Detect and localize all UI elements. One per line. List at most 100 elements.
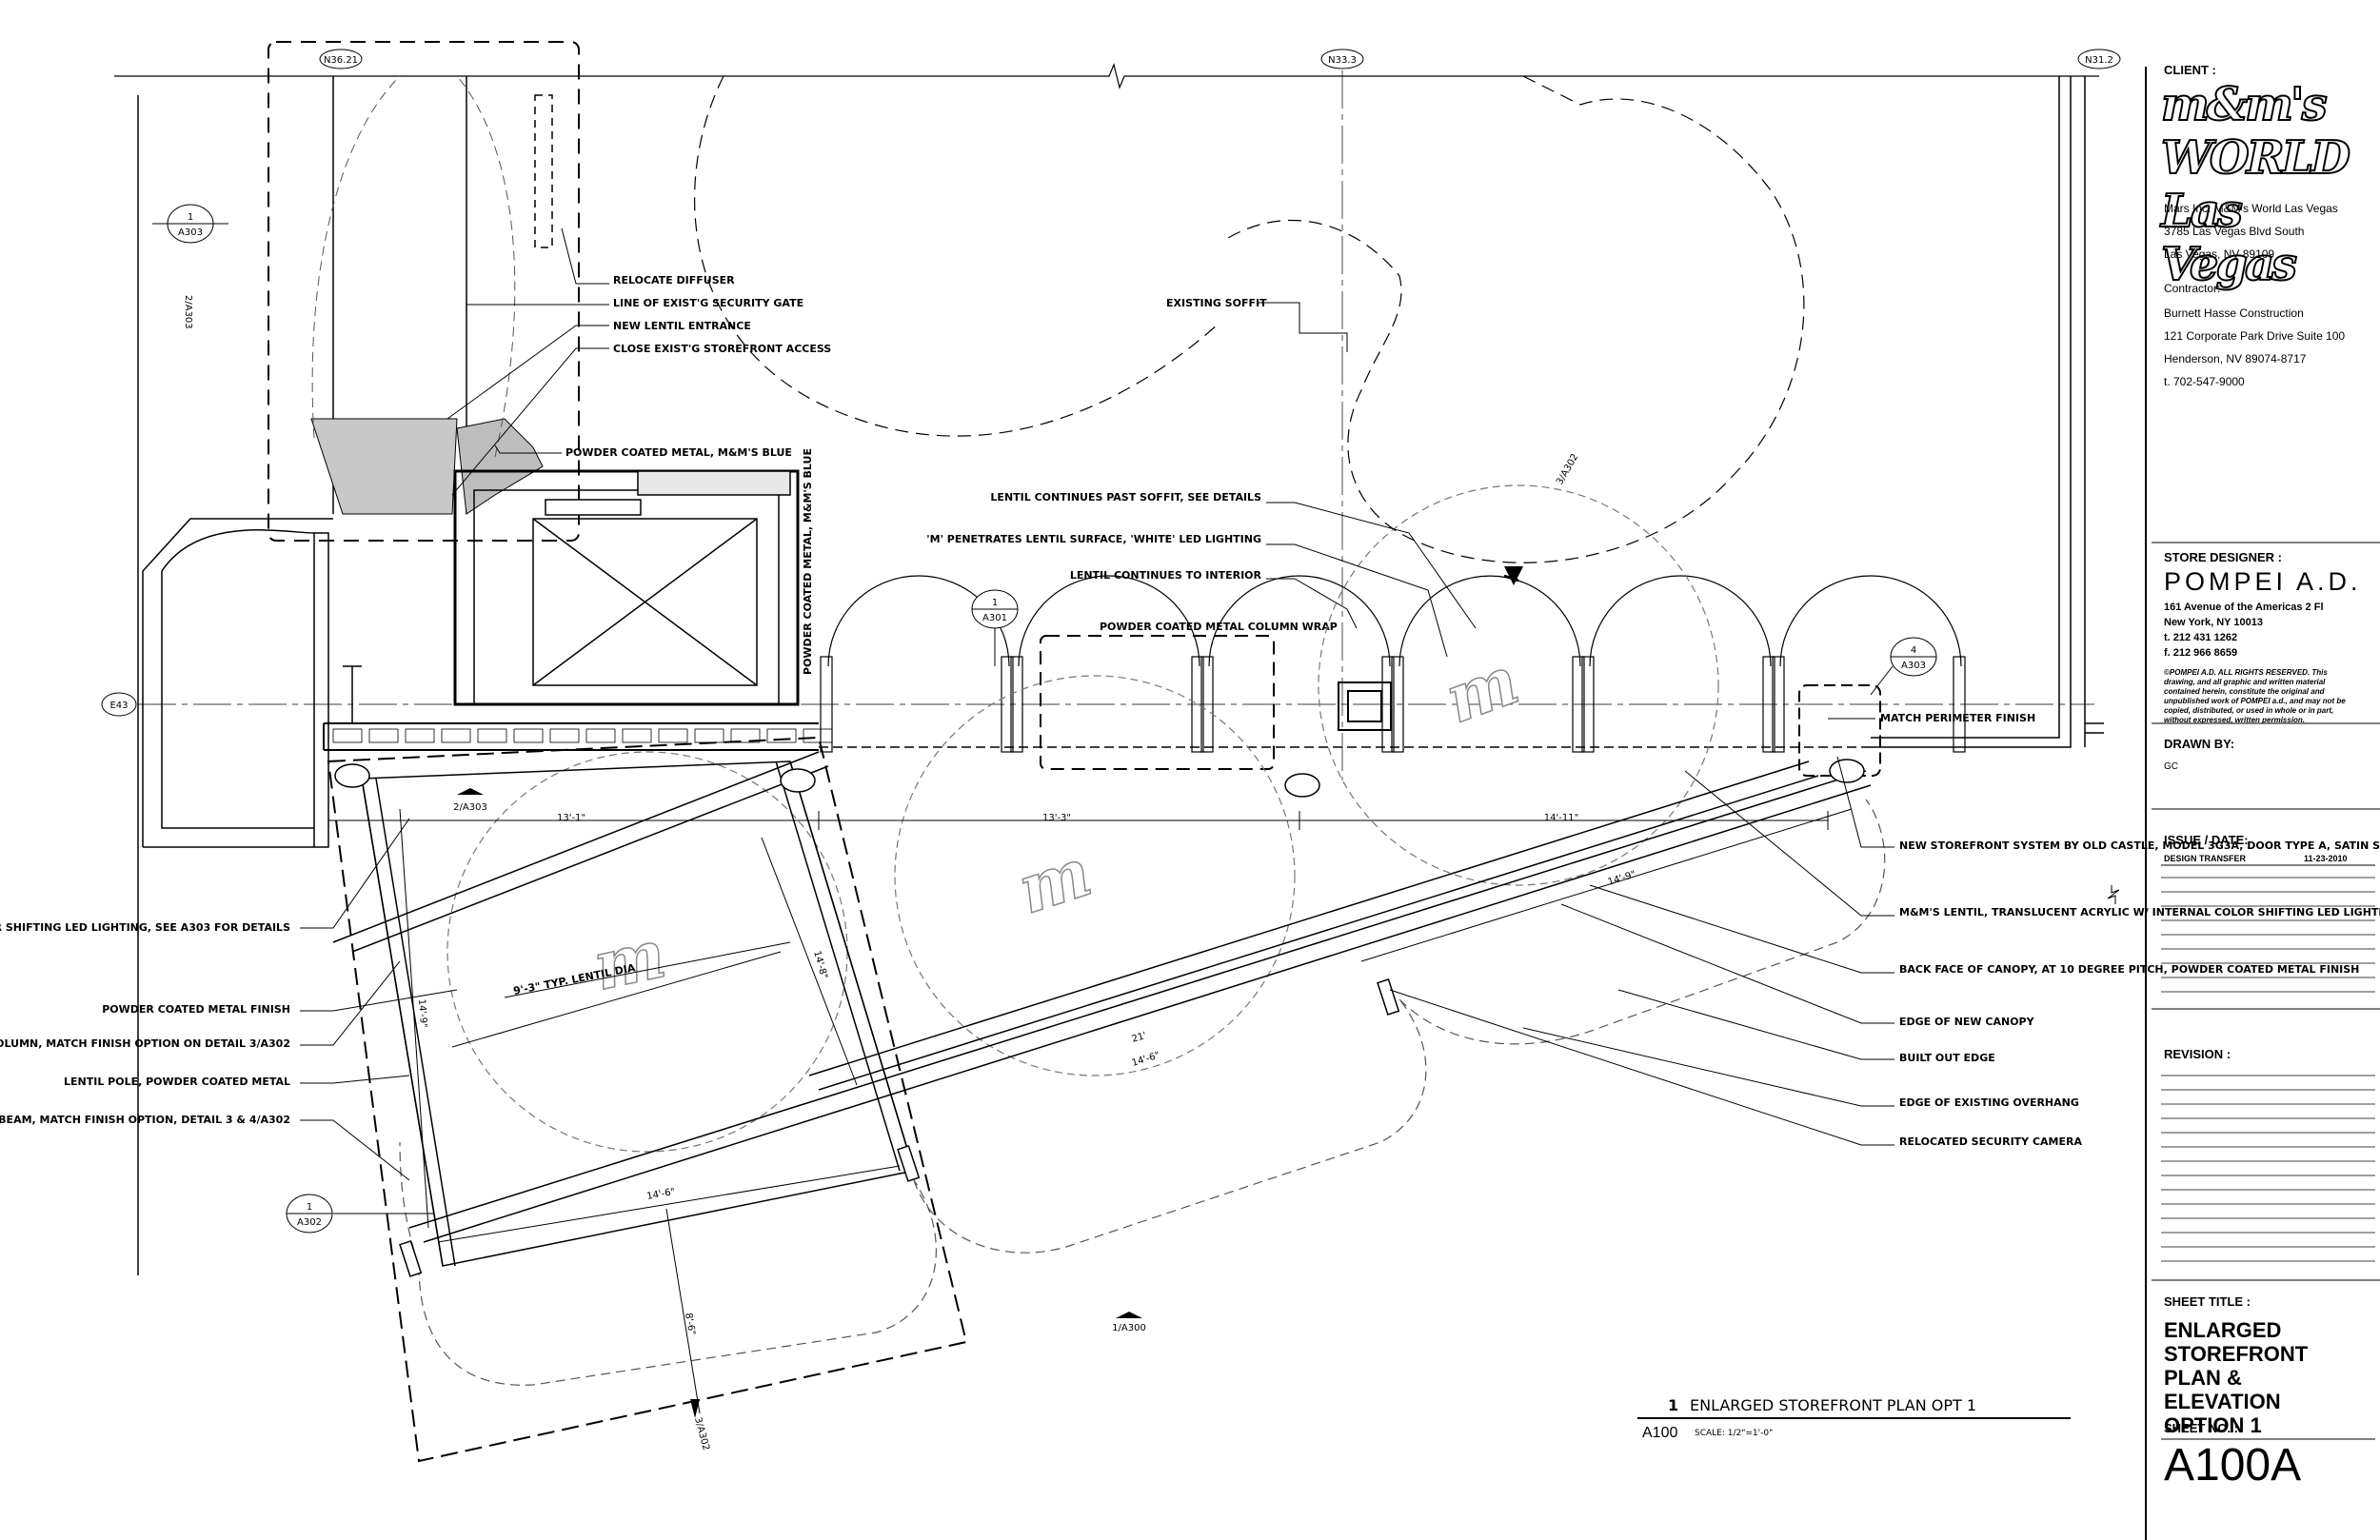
elevator-shaft: [453, 469, 800, 706]
note-signage: M&M'S WORLD TRANSLUCENT ACRYLIC SIGNAGE …: [0, 921, 290, 934]
note-edge-existing-overhang: EDGE OF EXISTING OVERHANG: [1899, 1096, 2079, 1109]
existing-storefront-fill: [310, 418, 544, 515]
grid-label: E43: [109, 701, 128, 711]
designer-line: New York, NY 10013: [2164, 617, 2263, 628]
storefront-mullion: [513, 728, 544, 743]
issue-heading: ISSUE / DATE:: [2164, 833, 2249, 847]
section-mark-left: 2/A303: [183, 295, 193, 329]
revision-heading: REVISION :: [2164, 1047, 2231, 1061]
grid-label: N31.2: [2085, 55, 2113, 66]
note-close-storefront: CLOSE EXIST'G STOREFRONT ACCESS: [613, 343, 831, 355]
security-gate-dashed-box: [268, 41, 580, 542]
door-leaf: [1010, 656, 1023, 753]
drawing-title: ENLARGED STOREFRONT PLAN OPT 1: [1690, 1396, 1976, 1414]
dimension: 14'-8": [811, 950, 829, 980]
revision-lines: [2161, 1075, 2375, 1262]
canopy-outline: [327, 736, 968, 1463]
sheet-title: ENLARGED STOREFRONT PLAN & ELEVATION OPT…: [2164, 1318, 2309, 1437]
storefront-mullion: [549, 728, 580, 743]
storefront-hatch: [332, 728, 833, 743]
callout-ref: A302: [297, 1217, 322, 1228]
drawn-by-value: GC: [2164, 761, 2178, 772]
dimension-lines: [327, 808, 1853, 1414]
dashed-ghost-arcs: [311, 75, 516, 458]
section-label: 1/A300: [1112, 1323, 1146, 1333]
grid-label: N36.21: [324, 55, 358, 66]
storefront-mullion: [332, 728, 363, 743]
note-m-penetrates: 'M' PENETRATES LENTIL SURFACE, 'WHITE' L…: [926, 533, 1261, 545]
issue-name: DESIGN TRANSFER: [2164, 854, 2247, 863]
contractor-line: Henderson, NV 89074-8717: [2164, 352, 2307, 365]
designer-line: f. 212 966 8659: [2164, 647, 2238, 659]
existing-soffit: [694, 75, 1805, 563]
client-line: Mars Inc. M&M's World Las Vegas: [2164, 202, 2338, 215]
storefront-mullion: [405, 728, 435, 743]
section-mark-3-a302: 3/A302: [1503, 452, 1580, 585]
grid-bubble-n333: N33.3: [1320, 49, 1364, 69]
leaders-center: [1266, 502, 1477, 658]
grid-bubble-n3621: N36.21: [319, 49, 363, 69]
designer-line: t. 212 431 1262: [2164, 632, 2238, 643]
storefront-outer-wall: [819, 76, 2086, 748]
copyright-notice: ©POMPEI A.D. ALL RIGHTS RESERVED. This d…: [2164, 668, 2346, 724]
door-leaf: [1572, 656, 1585, 753]
grid-bubble-n312: N31.2: [2077, 49, 2121, 69]
break-mark: [2107, 885, 2120, 904]
storefront-mullion: [694, 728, 724, 743]
drawn-by-heading: DRAWN BY:: [2164, 737, 2235, 751]
client-line: Las Vegas, NV 89109: [2164, 247, 2275, 261]
drawing-sheet-ref: A100: [1642, 1425, 1677, 1441]
right-wall-marks: [2085, 722, 2104, 734]
door-swing-arc: [1589, 575, 1772, 667]
dimension: 14'-6": [646, 1187, 677, 1202]
leaders-left: [300, 818, 458, 1181]
grid-bubble-e43: E43: [101, 692, 137, 717]
door-swing-arc: [1208, 575, 1391, 667]
client-line: 3785 Las Vegas Blvd South: [2164, 225, 2305, 238]
sheet-number: A100A: [2164, 1440, 2302, 1491]
storefront-mullion: [658, 728, 688, 743]
storefront-mullion: [730, 728, 761, 743]
svg-text:m: m: [1009, 833, 1098, 929]
column-wrap-box: [1040, 635, 1275, 770]
leaders-upper: [446, 227, 609, 496]
section-label: 3/A302: [1555, 452, 1580, 486]
note-existing-soffit: EXISTING SOFFIT: [1166, 297, 1267, 309]
leader-powder-top: [494, 444, 562, 454]
note-lentil-pole: LENTIL POLE, POWDER COATED METAL: [64, 1076, 290, 1088]
storefront-mullion: [803, 728, 833, 743]
storefront-mullion: [368, 728, 399, 743]
callout-number: 1: [188, 212, 193, 223]
note-match-perimeter: MATCH PERIMETER FINISH: [1880, 712, 2035, 724]
callout-number: 1: [307, 1202, 312, 1213]
contractor-line: t. 702-547-9000: [2164, 375, 2245, 388]
door-leaf: [1200, 656, 1214, 753]
section-mark-bottom: 3/A302: [690, 1399, 711, 1451]
section-label: 3/A302: [692, 1416, 711, 1451]
grid-lines: [114, 63, 2099, 780]
storefront-mullion: [766, 728, 797, 743]
section-label: 2/A303: [453, 802, 487, 813]
section-label: 2/A303: [183, 295, 193, 329]
note-mm-lentil: M&M'S LENTIL, TRANSLUCENT ACRYLIC W/ INT…: [1899, 906, 2380, 918]
grid-label: N33.3: [1328, 55, 1357, 66]
note-security-gate: LINE OF EXIST'G SECURITY GATE: [613, 297, 803, 309]
door-swing-arc: [1779, 575, 1962, 667]
drawing-scale: SCALE: 1/2"=1'-0": [1695, 1429, 1773, 1438]
note-back-face-canopy: BACK FACE OF CANOPY, AT 10 DEGREE PITCH,…: [1899, 963, 2359, 976]
dimension: 21': [1131, 1031, 1148, 1045]
note-powder-finish: POWDER COATED METAL FINISH: [102, 1003, 290, 1016]
dimension: 8'-6": [683, 1313, 697, 1336]
note-lentil-interior: LENTIL CONTINUES TO INTERIOR: [1070, 569, 1262, 582]
note-new-storefront-system: NEW STOREFRONT SYSTEM BY OLD CASTLE, MOD…: [1899, 839, 2380, 852]
drawing-number: 1: [1668, 1396, 1678, 1414]
door-leaf: [1953, 656, 1966, 753]
security-camera-box: [1338, 681, 1392, 731]
section-mark-2-a303: 2/A303: [453, 788, 487, 813]
left-wall-marks: [137, 95, 362, 1275]
note-powder-vertical: POWDER COATED METAL, M&M'S BLUE: [802, 448, 814, 675]
contractor-heading: Contractor:: [2164, 282, 2221, 295]
note-powder-top: POWDER COATED METAL, M&M'S BLUE: [565, 446, 792, 459]
title-block-frame: [2145, 67, 2380, 1540]
callout-ref: A303: [1901, 661, 1926, 671]
